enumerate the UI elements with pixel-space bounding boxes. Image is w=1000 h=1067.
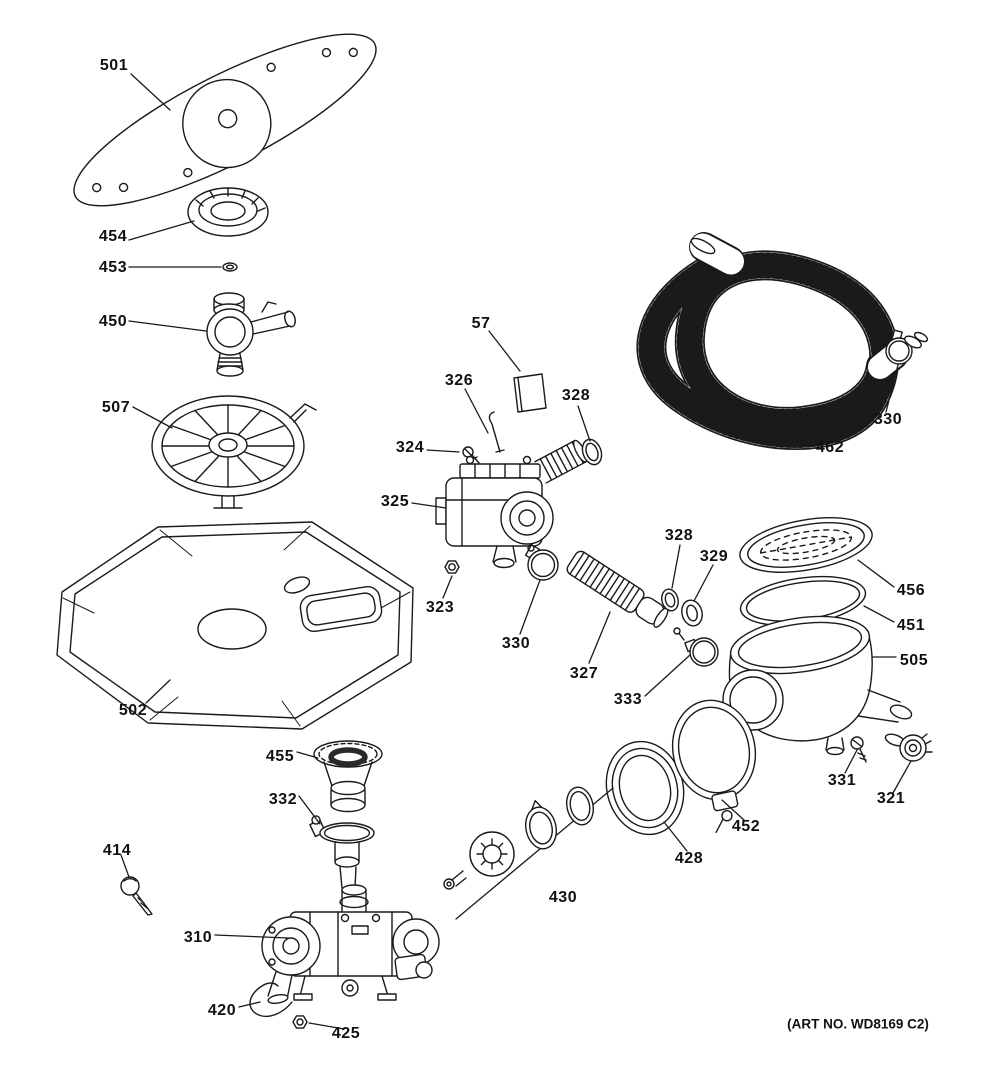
callout-428: 428 xyxy=(674,850,704,867)
part-428-seal-ring xyxy=(605,740,685,836)
part-329-grommet xyxy=(681,599,703,627)
part-332-clamp xyxy=(309,815,375,889)
callout-453: 453 xyxy=(98,259,128,276)
callout-454: 454 xyxy=(98,228,128,245)
callout-333: 333 xyxy=(613,691,643,708)
callout-327: 327 xyxy=(569,665,599,682)
callout-456: 456 xyxy=(896,582,926,599)
part-455-sump-inlet xyxy=(313,740,383,813)
callout-310: 310 xyxy=(183,929,213,946)
callout-420: 420 xyxy=(207,1002,237,1019)
part-325-pump-assembly xyxy=(435,439,588,569)
part-425-nut xyxy=(292,1015,308,1029)
part-430-seal-kit xyxy=(443,786,614,920)
part-501-spray-arm xyxy=(73,33,377,207)
part-323-nut xyxy=(444,560,460,574)
part-453-oring xyxy=(222,262,238,272)
callout-462: 462 xyxy=(815,439,845,456)
callout-57: 57 xyxy=(471,315,491,332)
callout-326: 326 xyxy=(444,372,474,389)
art-number: (ART NO. WD8169 C2) xyxy=(787,1016,929,1032)
part-57-block xyxy=(513,373,547,413)
callout-328-lower: 328 xyxy=(664,527,694,544)
part-328-seal-upper xyxy=(581,438,603,466)
part-333-clamp xyxy=(673,627,719,667)
callout-451: 451 xyxy=(896,617,926,634)
callout-325: 325 xyxy=(380,493,410,510)
part-507-filter-wheel xyxy=(151,395,317,509)
part-452-clamp xyxy=(671,699,757,834)
part-420-clip xyxy=(249,982,293,1018)
callout-330-left: 330 xyxy=(501,635,531,652)
callout-330-right: 330 xyxy=(873,411,903,428)
callout-414: 414 xyxy=(102,842,132,859)
part-327-hose xyxy=(566,550,669,628)
part-502-base-plate xyxy=(56,521,414,730)
part-454-support xyxy=(187,187,269,237)
callout-329: 329 xyxy=(699,548,729,565)
callout-452: 452 xyxy=(731,818,761,835)
part-328-seal-lower xyxy=(661,588,679,612)
part-414-screw xyxy=(120,876,153,916)
callout-328-upper: 328 xyxy=(561,387,591,404)
part-505-sump-housing xyxy=(722,615,913,756)
part-326-pin xyxy=(488,411,505,453)
part-331-screw xyxy=(850,736,867,763)
part-330-clamp-left xyxy=(524,544,559,581)
callout-502: 502 xyxy=(118,702,148,719)
callout-501: 501 xyxy=(99,57,129,74)
callout-332: 332 xyxy=(268,791,298,808)
part-462-drain-hose xyxy=(636,232,908,450)
part-321-connector xyxy=(884,733,933,762)
part-330-clamp-right xyxy=(885,329,929,365)
callout-331: 331 xyxy=(827,772,857,789)
callout-323: 323 xyxy=(425,599,455,616)
part-450-inlet xyxy=(206,292,296,377)
callout-507: 507 xyxy=(101,399,131,416)
callout-455: 455 xyxy=(265,748,295,765)
callout-324: 324 xyxy=(395,439,425,456)
part-310-motor-pump xyxy=(261,884,440,1005)
callout-450: 450 xyxy=(98,313,128,330)
callout-430: 430 xyxy=(548,889,578,906)
part-456-strainer xyxy=(739,517,873,573)
callout-425: 425 xyxy=(331,1025,361,1042)
leader-lines xyxy=(120,73,912,1030)
callout-505: 505 xyxy=(899,652,929,669)
callout-321: 321 xyxy=(876,790,906,807)
